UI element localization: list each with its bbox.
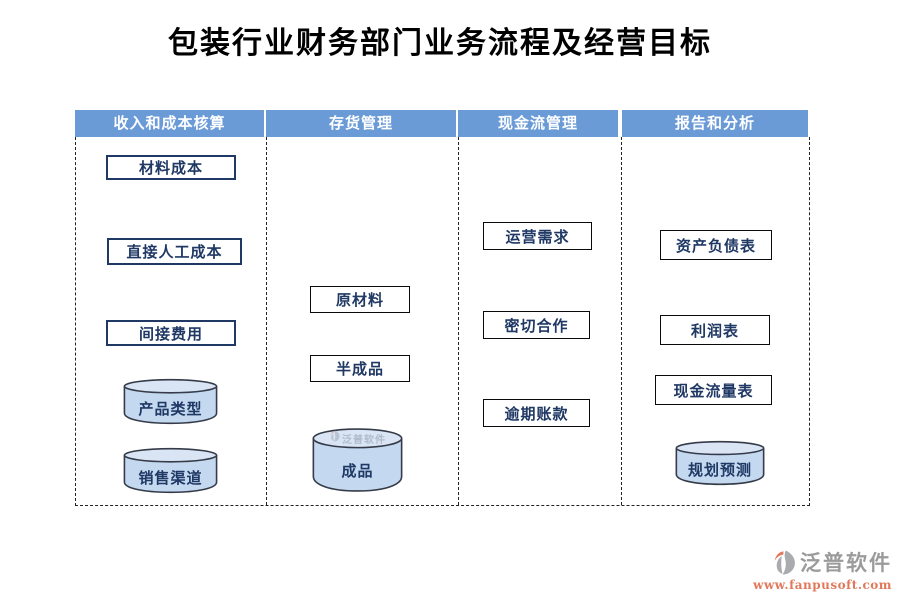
brand-name: 泛普软件 [800,552,892,575]
column-divider [621,137,622,505]
node-sales-channel-cylinder: 销售渠道 [123,448,218,493]
fanpu-logo: 泛普软件 www.fanpusoft.com [753,547,892,592]
column-divider [458,137,459,505]
column-header-inventory-management: 存货管理 [266,110,456,137]
column-header-cash-flow-management: 现金流管理 [458,110,618,137]
cylinder-label: 产品类型 [138,400,203,418]
cylinder-shape-icon [123,448,218,493]
node-cash-flow-statement: 现金流量表 [655,375,772,405]
node-balance-sheet: 资产负债表 [660,230,772,260]
column-header-reporting-analysis: 报告和分析 [622,110,808,137]
fanpu-logo-icon [774,550,795,574]
node-close-cooperation: 密切合作 [483,311,590,339]
cylinder-shape-icon [123,379,218,424]
cylinder-shape-icon [675,441,765,485]
node-material-cost: 材料成本 [106,155,236,180]
node-semi-finished-goods: 半成品 [310,355,410,382]
cylinder-label: 成品 [341,463,374,480]
node-direct-labor-cost: 直接人工成本 [107,238,242,265]
node-finished-goods-cylinder: 泛普软件 成品 [312,428,403,492]
cylinder-label: 销售渠道 [138,469,203,487]
brand-url: www.fanpusoft.com [753,578,892,592]
node-income-statement: 利润表 [660,315,770,345]
node-operational-demand: 运营需求 [483,222,592,250]
column-header-revenue-cost-accounting: 收入和成本核算 [75,110,264,137]
column-divider [266,137,267,505]
cylinder-label: 规划预测 [687,462,752,480]
node-overdue-receivables: 逾期账款 [483,399,590,427]
node-overhead-expense: 间接费用 [106,320,236,346]
node-planning-forecast-cylinder: 规划预测 [675,441,765,485]
node-raw-material: 原材料 [310,286,410,313]
page-title: 包装行业财务部门业务流程及经营目标 [168,26,712,61]
diagram-body [75,137,810,506]
node-product-type-cylinder: 产品类型 [123,379,218,424]
